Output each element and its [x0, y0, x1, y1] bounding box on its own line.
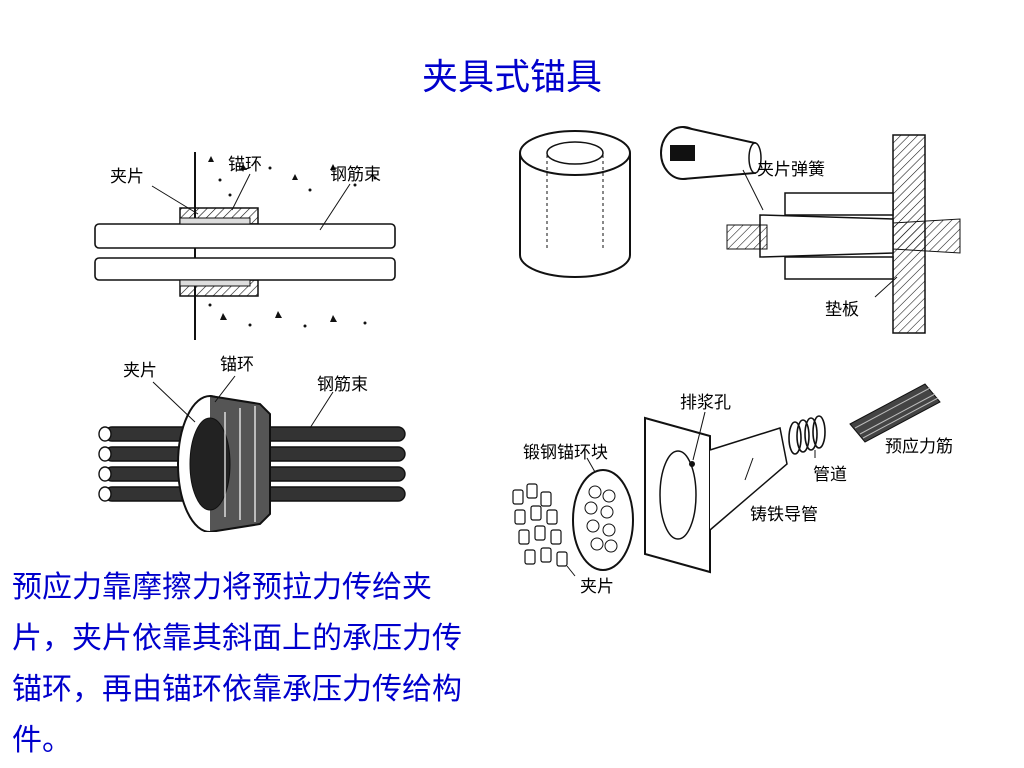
label-clip-3: 夹片 — [580, 577, 614, 595]
anchor-assembly-diagram: 夹片 锚环 钢筋束 — [98, 355, 406, 532]
forged-anchor-diagram: 排浆孔 锻钢锚环块 预应力筋 管道 铸铁导管 夹片 — [512, 383, 953, 595]
label-clip: 夹片 — [110, 167, 144, 187]
label-grout-hole: 排浆孔 — [680, 393, 731, 413]
clip-cone — [660, 126, 762, 180]
grout-hole — [689, 461, 695, 467]
clip-lower — [179, 279, 251, 287]
tendon-strand — [849, 383, 941, 443]
wedge-body — [759, 214, 894, 258]
label-bundle: 钢筋束 — [330, 165, 381, 185]
clip-upper — [179, 217, 251, 225]
label-anchor-ring: 锚环 — [228, 155, 262, 175]
anchor-cylinder — [519, 130, 631, 278]
label-guide: 铸铁导管 — [750, 505, 818, 525]
label-tendon: 预应力筋 — [885, 437, 953, 457]
label-anchor-ring-2: 锚环 — [220, 355, 254, 375]
anchor-ring-bore — [189, 417, 231, 511]
block-top — [784, 192, 894, 216]
caption-text: 预应力靠摩擦力将预拉力传给夹片，夹片依靠其斜面上的承压力传锚环，再由锚环依靠承压… — [12, 570, 462, 758]
label-duct: 管道 — [813, 465, 847, 485]
steel-bar-lower — [94, 257, 396, 281]
bar-stub-right — [892, 218, 961, 254]
anchor-section-diagram: 夹片 锚环 钢筋束 — [94, 152, 396, 340]
label-block: 锻钢锚环块 — [523, 443, 608, 463]
duct-coil — [788, 415, 826, 455]
anchor-block — [572, 469, 634, 571]
cone-anchor-diagram: 夹片弹簧 垫板 — [519, 126, 961, 334]
label-plate: 垫板 — [825, 300, 859, 320]
concrete-aggregate — [208, 156, 377, 328]
loose-clips — [512, 483, 568, 567]
label-clip-2: 夹片 — [123, 361, 157, 381]
block-bottom — [784, 256, 894, 280]
label-bundle-2: 钢筋束 — [317, 375, 368, 395]
page-title: 夹具式锚具 — [421, 57, 602, 98]
label-spring: 夹片弹簧 — [757, 160, 825, 180]
steel-bar-upper — [94, 223, 396, 249]
cast-guide-tube — [709, 427, 788, 531]
bar-stub-left — [726, 224, 768, 250]
